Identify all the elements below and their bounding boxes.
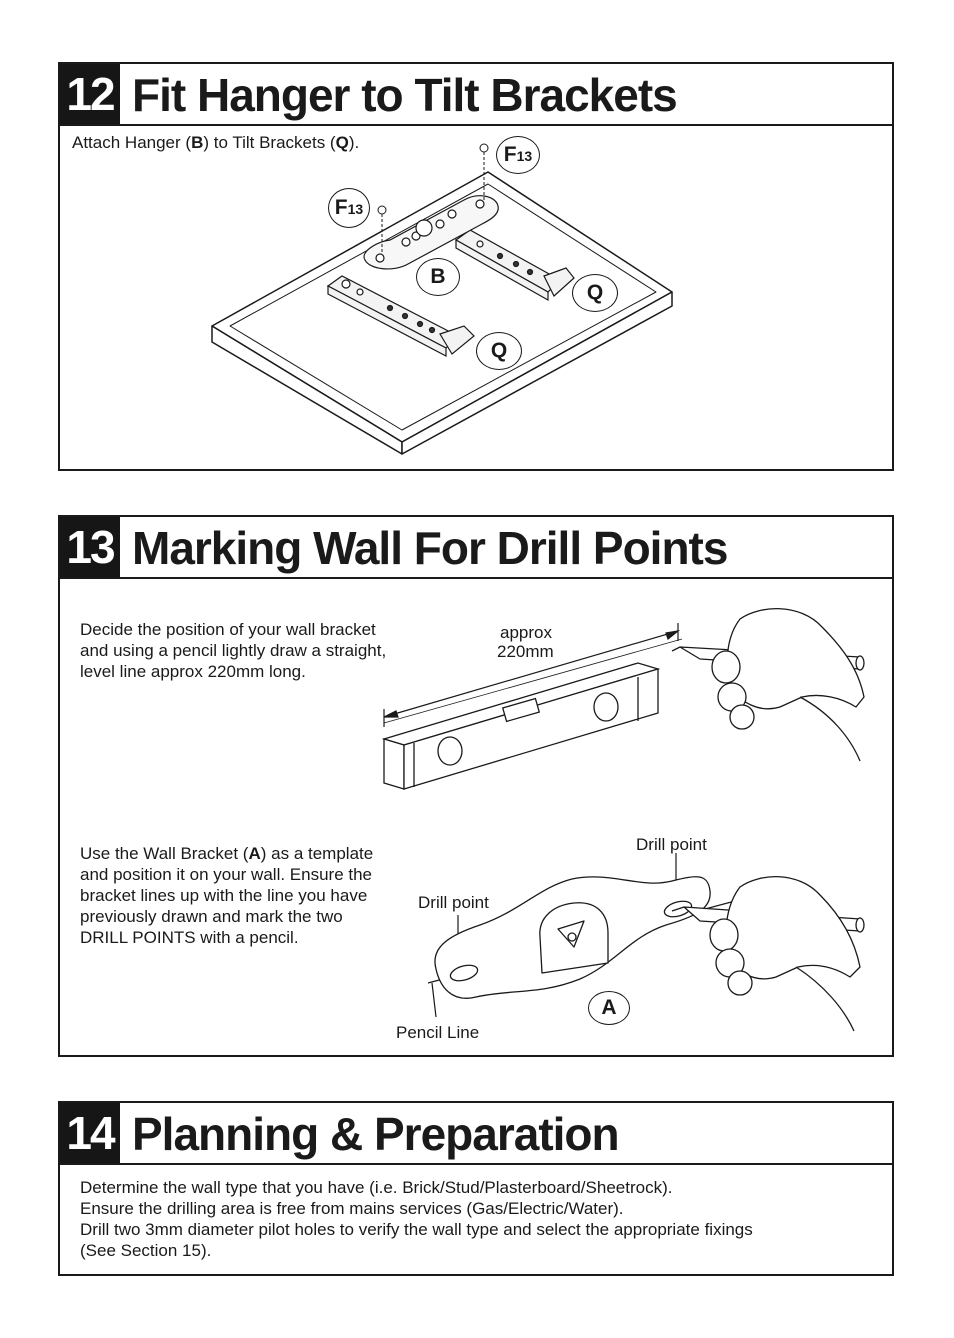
step-12-panel: 12 Fit Hanger to Tilt Brackets Attach Ha… xyxy=(58,62,894,471)
length-label: 220mm xyxy=(497,642,554,661)
tilt-bracket-upper xyxy=(454,229,575,302)
callout-f13-right: F13 xyxy=(496,136,540,174)
step-12-header: 12 Fit Hanger to Tilt Brackets xyxy=(60,64,892,126)
screw-icons xyxy=(377,143,489,252)
callout-f13-left: F13 xyxy=(328,188,370,228)
callout-q-lower: Q xyxy=(476,332,522,370)
drill-point-label-left: Drill point xyxy=(418,893,489,912)
step-13-paragraph-2: Use the Wall Bracket (A) as a template a… xyxy=(80,844,374,947)
drill-point-label-right: Drill point xyxy=(636,835,707,854)
step-14-text: Determine the wall type that you have (i… xyxy=(80,1178,753,1260)
callout-q-upper: Q xyxy=(572,274,618,312)
tv-back-illustration xyxy=(211,143,673,455)
hand-pencil-top xyxy=(671,608,865,762)
callout-a: A xyxy=(588,991,630,1025)
spirit-level-illustration xyxy=(381,608,865,790)
spirit-level xyxy=(381,662,661,790)
pencil-line-label: Pencil Line xyxy=(396,1023,480,1042)
hanger-plate xyxy=(363,195,499,270)
step-13-paragraph-1: Decide the position of your wall bracket… xyxy=(80,620,387,681)
step-13-title: Marking Wall For Drill Points xyxy=(132,522,728,574)
hand-pencil-bottom xyxy=(671,876,865,1032)
step-14-header: 14 Planning & Preparation xyxy=(60,1103,892,1165)
wall-bracket xyxy=(434,876,711,999)
step-13-number: 13 xyxy=(60,517,120,577)
step-12-instruction: Attach Hanger (B) to Tilt Brackets (Q). xyxy=(72,133,360,152)
step-12-title: Fit Hanger to Tilt Brackets xyxy=(132,69,678,121)
callout-b: B xyxy=(416,258,460,296)
wall-bracket-illustration xyxy=(427,853,865,1032)
tilt-bracket-lower xyxy=(326,275,475,357)
step-14-number: 14 xyxy=(60,1103,120,1163)
step-14-title: Planning & Preparation xyxy=(132,1108,620,1160)
step-13-panel: 13 Marking Wall For Drill Points Decide … xyxy=(58,515,894,1057)
step-13-header: 13 Marking Wall For Drill Points xyxy=(60,517,892,579)
approx-label: approx xyxy=(500,623,552,642)
step-12-number: 12 xyxy=(60,64,120,124)
step-14-panel: 14 Planning & Preparation Determine the … xyxy=(58,1101,894,1276)
